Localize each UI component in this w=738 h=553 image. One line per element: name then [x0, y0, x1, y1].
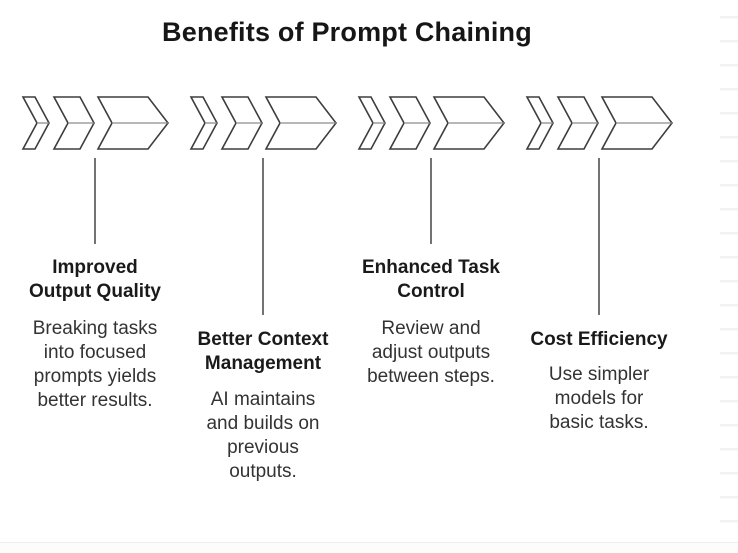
- description-line: Use simpler: [548, 364, 650, 385]
- benefit-description: AI maintains and builds on previous outp…: [178, 388, 348, 484]
- description-line: Breaking tasks: [32, 318, 158, 339]
- description-line: models for: [554, 388, 644, 409]
- right-edge-rule-marks: [720, 16, 738, 544]
- heading-line: Enhanced Task: [362, 257, 500, 278]
- benefit-column-better-context-management: Better Context Management AI maintains a…: [178, 0, 348, 553]
- connector-line: [262, 158, 264, 315]
- description-line: between steps.: [367, 366, 495, 387]
- description-line: outputs.: [229, 461, 297, 482]
- benefit-column-cost-efficiency: Cost Efficiency Use simpler models for b…: [514, 0, 684, 553]
- description-line: AI maintains: [210, 389, 316, 410]
- triple-chevron-arrow-icon: [189, 96, 337, 150]
- description-line: adjust outputs: [371, 342, 491, 363]
- description-line: Review and: [381, 318, 481, 339]
- bottom-divider: [0, 542, 738, 553]
- benefit-heading: Better Context Management: [178, 328, 348, 376]
- benefit-column-enhanced-task-control: Enhanced Task Control Review and adjust …: [346, 0, 516, 553]
- description-line: basic tasks.: [549, 412, 649, 433]
- benefit-description: Breaking tasks into focused prompts yiel…: [10, 317, 180, 413]
- benefit-heading: Enhanced Task Control: [346, 256, 516, 304]
- description-line: into focused: [43, 342, 147, 363]
- benefit-description: Review and adjust outputs between steps.: [346, 317, 516, 389]
- heading-line: Better Context: [197, 329, 329, 350]
- description-line: prompts yields: [33, 366, 157, 387]
- connector-line: [94, 158, 96, 244]
- benefit-heading: Improved Output Quality: [10, 256, 180, 304]
- description-line: previous: [227, 437, 299, 458]
- connector-line: [598, 158, 600, 315]
- heading-line: Output Quality: [29, 281, 161, 302]
- diagram-title: Benefits of Prompt Chaining: [162, 17, 532, 47]
- heading-line: Control: [397, 281, 465, 302]
- triple-chevron-arrow-icon: [21, 96, 169, 150]
- heading-line: Management: [204, 353, 322, 374]
- heading-line: Improved: [52, 257, 138, 278]
- triple-chevron-arrow-icon: [525, 96, 673, 150]
- benefit-column-improved-output-quality: Improved Output Quality Breaking tasks i…: [10, 0, 180, 553]
- description-line: and builds on: [206, 413, 320, 434]
- triple-chevron-arrow-icon: [357, 96, 505, 150]
- benefit-heading: Cost Efficiency: [514, 328, 684, 352]
- heading-line: Cost Efficiency: [530, 329, 668, 350]
- benefit-description: Use simpler models for basic tasks.: [514, 363, 684, 435]
- description-line: better results.: [37, 390, 153, 411]
- connector-line: [430, 158, 432, 244]
